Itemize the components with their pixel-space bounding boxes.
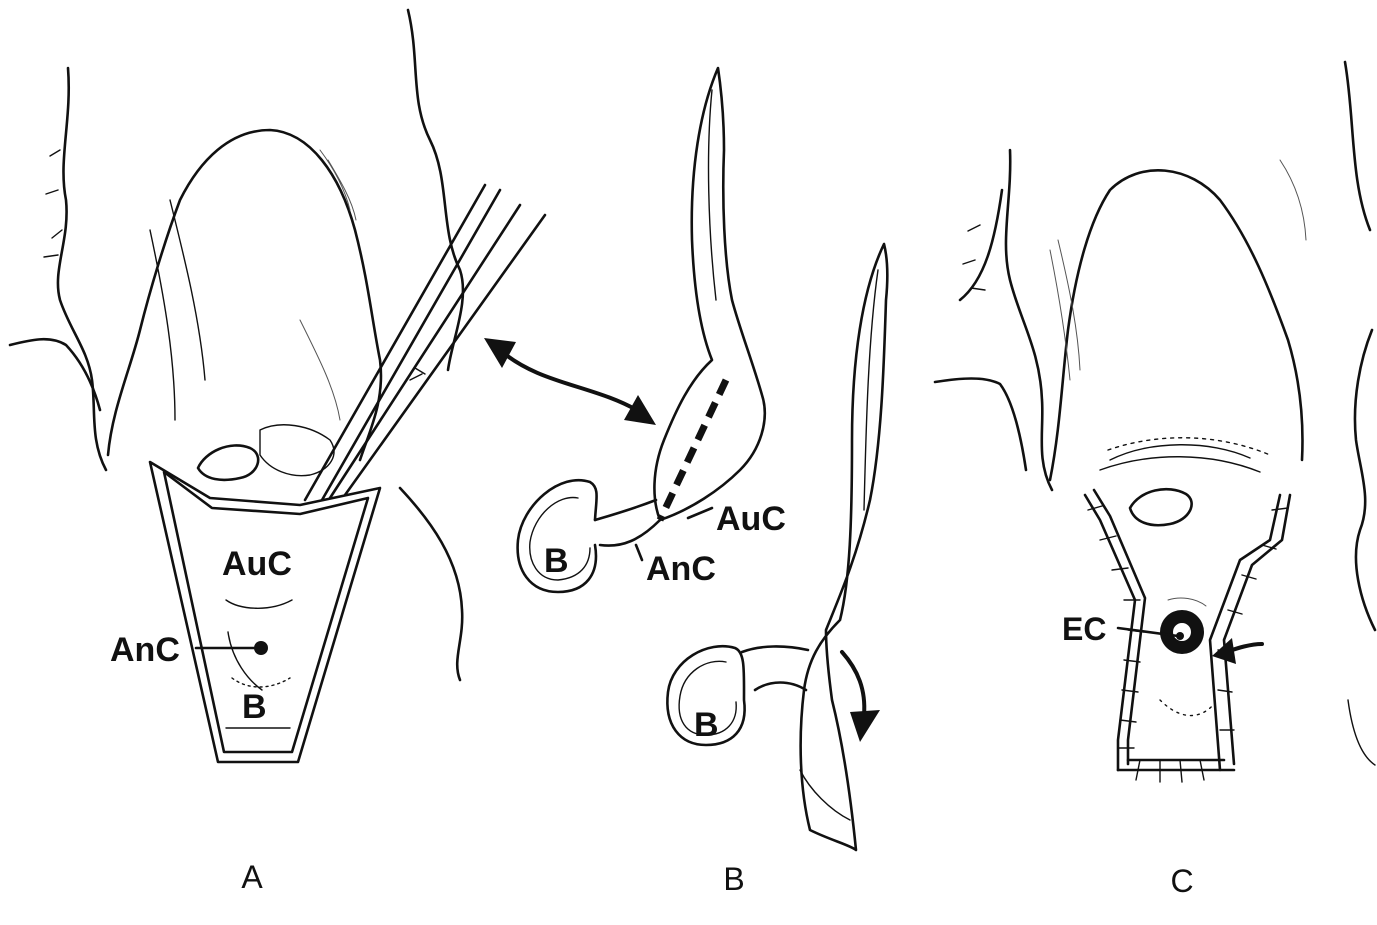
label-a-anc: AnC — [110, 631, 180, 669]
label-a-auc: AuC — [222, 545, 292, 583]
label-b-auc: AuC — [716, 500, 786, 538]
panel-c-heart-right-contour — [1345, 62, 1375, 630]
panel-b-auc-leader — [688, 508, 712, 518]
panel-a — [10, 10, 545, 762]
panel-c-right-suture-line — [1210, 495, 1290, 770]
panel-b-cut-line — [660, 380, 726, 520]
panel-b-lower-flap — [801, 244, 888, 850]
caption-a: A — [241, 859, 263, 895]
panel-b — [484, 68, 887, 850]
panel-c-appendage — [1050, 170, 1302, 480]
panel-a-anc-dot — [254, 641, 268, 655]
panel-c-heart-left-contour — [1006, 150, 1052, 490]
panel-b-double-arrow — [500, 350, 640, 412]
label-b-anc: AnC — [646, 550, 716, 588]
label-b-balloon-upper: B — [544, 542, 569, 580]
label-c-ec: EC — [1062, 611, 1106, 647]
panel-a-heart-right-contour — [408, 10, 463, 370]
caption-c: C — [1170, 863, 1193, 899]
label-b-balloon-lower: B — [694, 706, 719, 744]
panel-a-appendage — [108, 130, 381, 460]
panel-b-anc-leader — [636, 545, 642, 560]
panel-c-bottom-suture-line — [1118, 760, 1234, 770]
label-a-b: B — [242, 688, 267, 726]
panel-b-rotation-arrow — [842, 652, 864, 715]
caption-b: B — [723, 861, 744, 897]
panel-c — [935, 62, 1375, 782]
